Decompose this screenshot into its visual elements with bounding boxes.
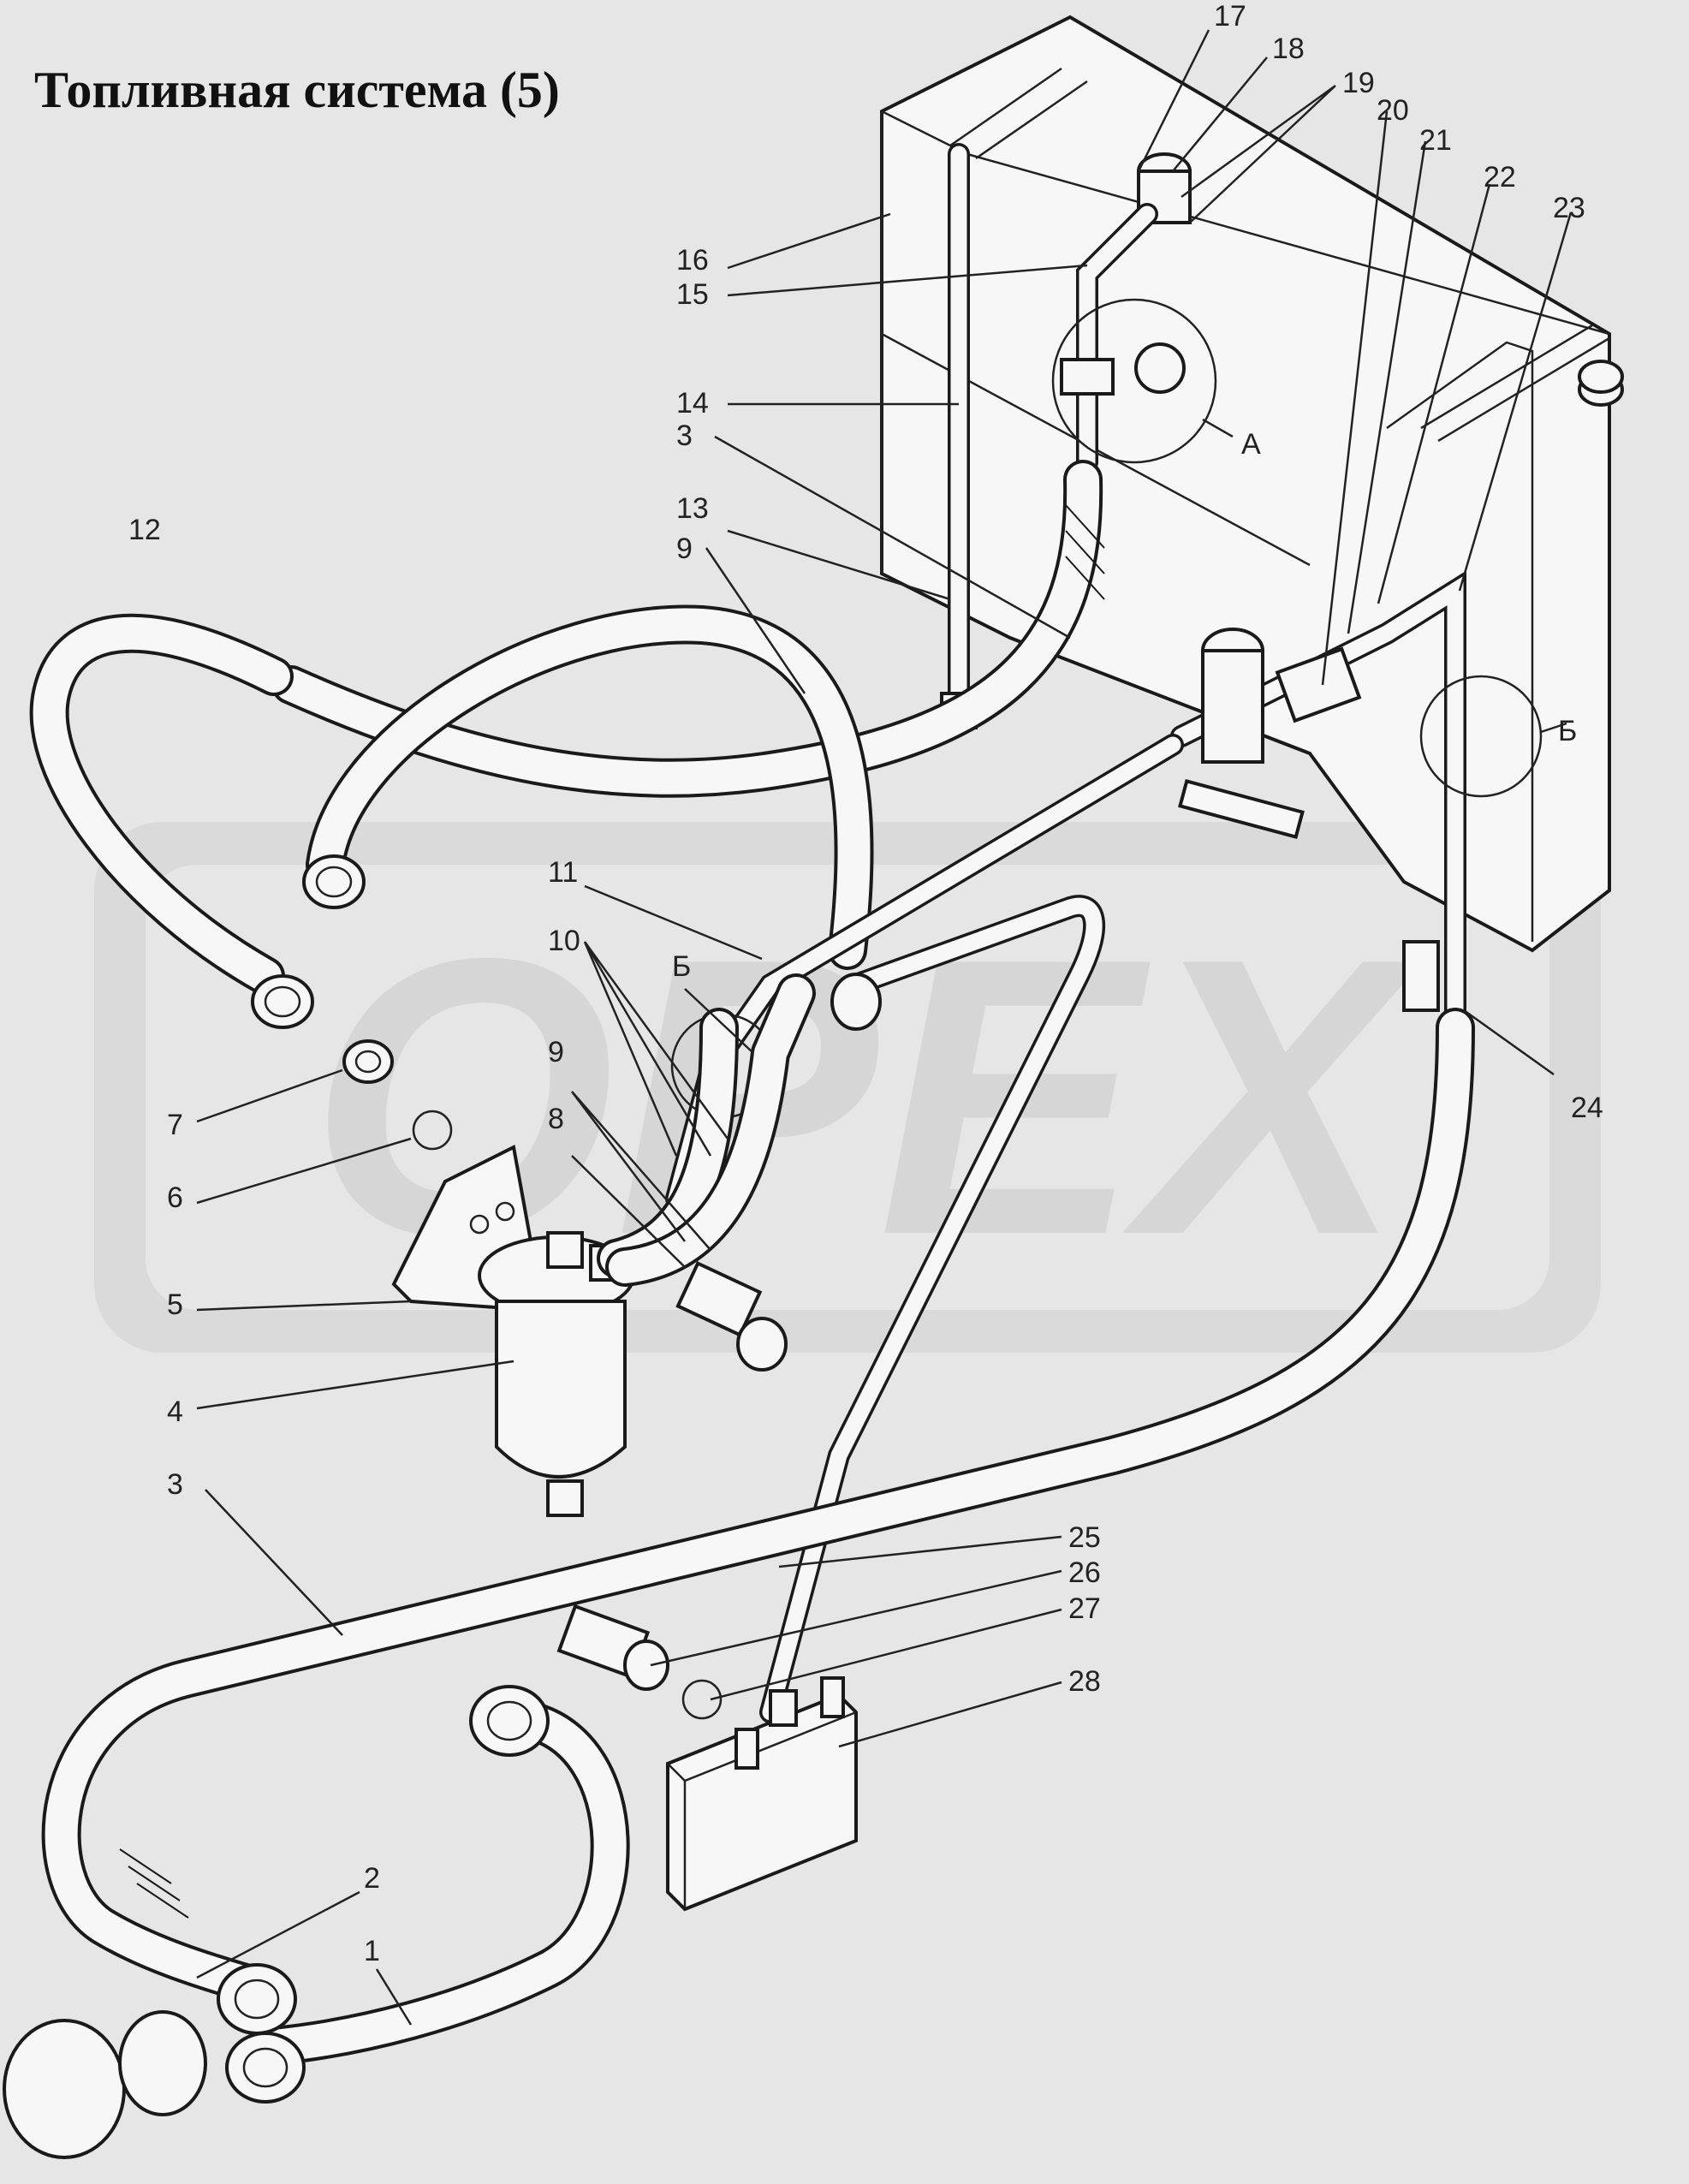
- hose-1: [254, 1685, 630, 2066]
- callout-22: 22: [1484, 161, 1516, 193]
- pump-connection: [3, 1963, 306, 2159]
- fuel-tap: [1170, 570, 1543, 1038]
- callout-4: 4: [167, 1395, 183, 1428]
- hose-12: [29, 613, 314, 1029]
- leader-lines: [196, 29, 1573, 2026]
- callout-5: 5: [167, 1288, 183, 1321]
- callout-B-left: Б: [672, 950, 691, 983]
- return-hose-lower: [41, 1008, 1475, 2006]
- callout-27: 27: [1068, 1592, 1101, 1625]
- callout-17: 17: [1214, 0, 1246, 33]
- box-28: [666, 1676, 858, 1912]
- callout-7: 7: [167, 1109, 183, 1141]
- callout-24: 24: [1571, 1092, 1603, 1124]
- hose-9: [302, 604, 874, 970]
- callout-14: 14: [676, 387, 709, 420]
- callout-28: 28: [1068, 1665, 1101, 1698]
- callout-3-lower: 3: [167, 1468, 183, 1501]
- callout-23: 23: [1553, 192, 1585, 224]
- callout-12: 12: [128, 514, 161, 546]
- callout-13: 13: [676, 492, 709, 525]
- callout-15: 15: [676, 278, 709, 311]
- fitting-26-27: [556, 1604, 723, 1720]
- callout-1: 1: [364, 1935, 380, 1967]
- fuel-filter: [391, 1145, 635, 1517]
- return-hose-upper: [271, 460, 1105, 798]
- callout-2: 2: [364, 1862, 380, 1895]
- callout-A: А: [1241, 428, 1261, 461]
- callout-16: 16: [676, 244, 709, 277]
- callout-10: 10: [548, 925, 580, 957]
- loose-parts: [342, 1039, 788, 1372]
- callout-19: 19: [1342, 67, 1375, 99]
- callout-3-upper: 3: [676, 420, 693, 452]
- callout-B-right: Б: [1558, 715, 1577, 747]
- callouts: 17 18 19 20 21 22 23 16 15 14 3 13 9 12 …: [128, 0, 1603, 1967]
- callout-25: 25: [1068, 1521, 1101, 1554]
- callout-9-upper: 9: [676, 533, 693, 565]
- fuel-intake: [1051, 152, 1217, 473]
- callout-11: 11: [548, 856, 578, 889]
- callout-20: 20: [1377, 94, 1409, 127]
- diagram-title: Топливная система (5): [34, 62, 560, 118]
- callout-6: 6: [167, 1181, 183, 1214]
- feed-line-25: [759, 895, 1106, 1723]
- callout-26: 26: [1068, 1556, 1101, 1589]
- callout-18: 18: [1272, 33, 1305, 65]
- callout-8: 8: [548, 1103, 564, 1135]
- filter-hoses: [597, 973, 816, 1287]
- callout-21: 21: [1419, 124, 1452, 157]
- callout-9-lower: 9: [548, 1036, 564, 1068]
